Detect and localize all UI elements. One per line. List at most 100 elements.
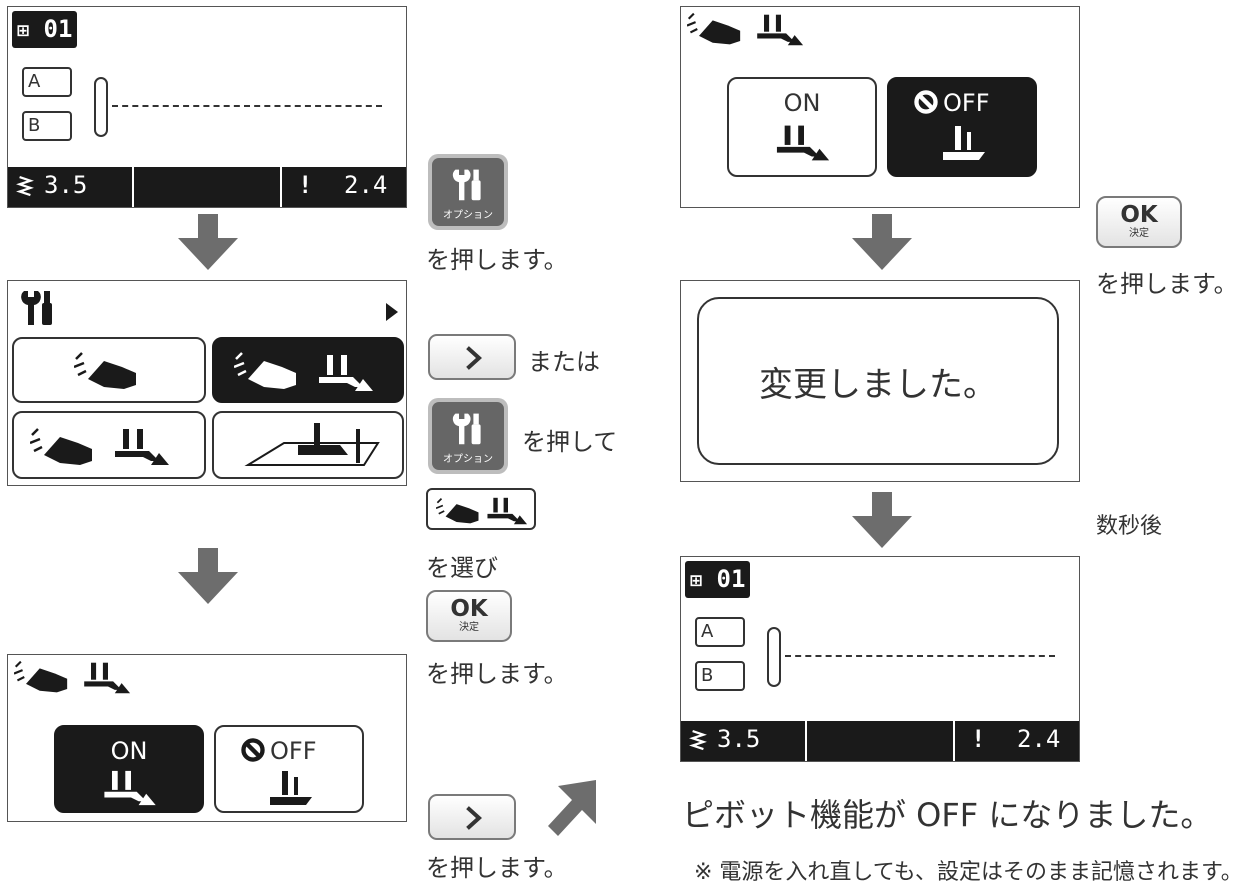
down-arrow-icon [852, 492, 912, 548]
buttonhole-indicator: A B [695, 617, 785, 697]
pattern-number: 01 [43, 15, 73, 43]
prohibit-icon [913, 89, 939, 115]
label-b-box: B [22, 111, 72, 141]
step-after-seconds: 数秒後 [1096, 514, 1163, 539]
pivot-foot-icon [314, 353, 380, 393]
ok-label: OK [450, 596, 488, 622]
label-a: A [28, 71, 41, 92]
lcd-option-menu [7, 280, 407, 486]
pivot-foot-icon [775, 123, 833, 163]
pivot-foot-icon [80, 661, 136, 695]
wrench-screwdriver-icon [450, 166, 486, 202]
ok-button[interactable]: OK 決定 [426, 590, 512, 642]
on-label: ON [783, 89, 821, 117]
chevron-right-icon [464, 806, 484, 830]
diagonal-arrow-icon [548, 780, 596, 836]
wrench-screwdriver-icon [18, 287, 58, 327]
result-note: ※ 電源を入れ直しても、設定はそのまま記憶されます。 [694, 860, 1243, 885]
step-select: を選び [426, 554, 498, 582]
wrench-screwdriver-icon [450, 410, 486, 446]
fabric-icon [687, 11, 747, 47]
pivot-foot-icon [102, 769, 160, 807]
pivot-foot-icon [486, 496, 530, 526]
fabric-icon [30, 427, 100, 467]
fabric-icon [234, 351, 304, 391]
stitch-width-icon [16, 173, 34, 201]
ok-sub-label: 決定 [1129, 228, 1149, 239]
on-label: ON [110, 737, 148, 765]
option-button-label: オプション [443, 210, 493, 221]
pattern-number-badge: ⊞ 01 [12, 11, 78, 48]
down-arrow-icon [178, 214, 238, 270]
buttonhole-indicator: A B [22, 67, 112, 147]
step-or: または [528, 348, 600, 376]
fabric-icon [436, 496, 484, 526]
down-arrow-icon [178, 548, 238, 604]
needle-position-icon [94, 77, 108, 137]
lcd-message-screen: 変更しました。 [680, 280, 1080, 482]
lcd-home-screen: ⊞ 01 A B 3.5 ! 2.4 [7, 6, 407, 208]
pattern-number-badge: ⊞ 01 [685, 561, 751, 598]
stitch-length-icon: ! [298, 171, 313, 199]
result-headline: ピボット機能が OFF になりました。 [682, 796, 1213, 834]
label-a-box: A [22, 67, 72, 97]
stitch-length-icon: ! [971, 725, 986, 753]
pivot-off-option[interactable]: OFF [887, 77, 1037, 177]
fabric-sensor-icon [74, 351, 144, 391]
pivot-off-option[interactable]: OFF [214, 725, 364, 813]
fabric-icon [14, 659, 74, 695]
lcd-home-screen-result: ⊞ 01 A B 3.5 ! 2.4 [680, 556, 1080, 762]
label-a: A [701, 621, 714, 642]
prohibit-icon [240, 737, 266, 763]
stitch-line [112, 105, 382, 107]
off-label: OFF [270, 737, 317, 765]
option-button[interactable]: オプション [428, 398, 508, 474]
option-button[interactable]: オプション [428, 154, 508, 230]
page-right-icon [386, 303, 398, 321]
option-button-label: オプション [443, 454, 493, 465]
pivot-on-option[interactable]: ON [727, 77, 877, 177]
stitch-width-icon [689, 727, 707, 755]
menu-tile-pivot[interactable] [212, 337, 404, 403]
stitch-width-value: 3.5 [44, 171, 88, 199]
changed-message: 変更しました。 [759, 364, 997, 405]
label-b: B [701, 665, 714, 686]
next-button[interactable] [428, 334, 516, 380]
pivot-foot-icon [753, 13, 809, 47]
ok-label: OK [1120, 202, 1158, 228]
status-bar: 3.5 ! 2.4 [8, 167, 406, 207]
step-press-option-then: を押して [522, 428, 618, 456]
lcd-pivot-setting-off: ON OFF [680, 6, 1080, 208]
grid-icon: ⊞ [17, 18, 30, 42]
presser-foot-down-icon [943, 126, 985, 160]
label-b: B [28, 115, 41, 136]
status-bar: 3.5 ! 2.4 [681, 721, 1079, 761]
down-arrow-icon [852, 214, 912, 270]
ok-button[interactable]: OK 決定 [1096, 196, 1182, 248]
step-press-ok: を押します。 [426, 660, 568, 688]
menu-tile-fabric-down[interactable] [12, 337, 206, 403]
pattern-number: 01 [716, 565, 746, 593]
presser-foot-height-icon [244, 423, 380, 466]
pivot-on-option[interactable]: ON [54, 725, 204, 813]
next-button[interactable] [428, 794, 516, 840]
message-frame: 変更しました。 [697, 297, 1059, 465]
menu-tile-presser-height[interactable] [212, 411, 404, 479]
off-label: OFF [943, 89, 990, 117]
label-b-box: B [695, 661, 745, 691]
chevron-right-icon [464, 346, 484, 370]
label-a-box: A [695, 617, 745, 647]
step-press-ok-right: を押します。 [1096, 270, 1238, 298]
grid-icon: ⊞ [690, 568, 703, 592]
stitch-length-value: 2.4 [1017, 725, 1061, 753]
lcd-pivot-setting-on: ON OFF [7, 654, 407, 822]
stitch-length-value: 2.4 [344, 171, 388, 199]
pivot-foot-icon [110, 427, 176, 467]
stitch-line [785, 655, 1055, 657]
ok-sub-label: 決定 [459, 622, 479, 633]
stitch-width-value: 3.5 [717, 725, 761, 753]
pivot-tile-key[interactable] [426, 488, 536, 530]
presser-foot-down-icon [270, 771, 312, 805]
needle-position-icon [767, 627, 781, 687]
menu-tile-pivot-height[interactable] [12, 411, 206, 479]
